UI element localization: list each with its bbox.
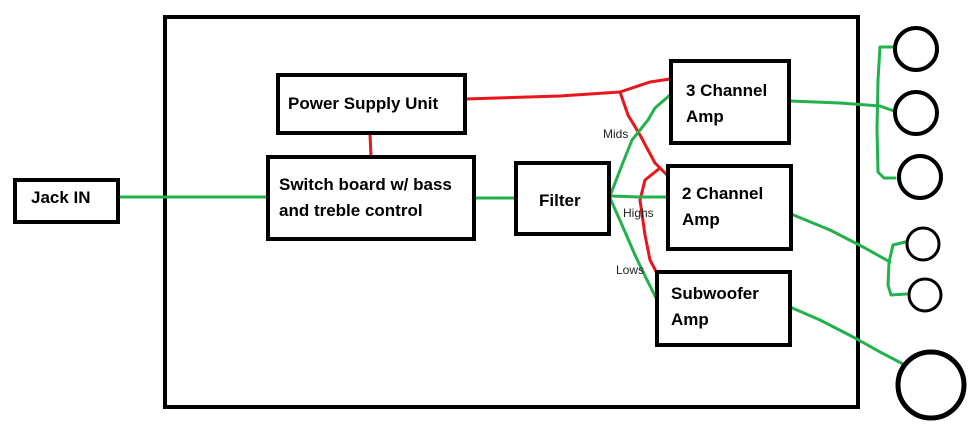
speaker-icon	[897, 154, 943, 200]
signal-wire-3ch-bus	[875, 45, 897, 180]
signal-wire-2ch-out	[789, 212, 892, 264]
two-channel-speakers	[905, 226, 943, 313]
two-channel-amp-label-line1: 2 Channel	[682, 184, 763, 203]
signal-wire-lows	[608, 196, 658, 300]
jack-in-block: Jack IN	[13, 178, 120, 224]
three-channel-amp-label-line2: Amp	[686, 107, 724, 126]
signal-wire-highs	[608, 194, 670, 199]
filter-block: Filter	[514, 161, 611, 236]
power-wire-branch-to-sub	[638, 166, 662, 277]
power-wire-branch-to-2ch	[618, 90, 670, 178]
signal-wire-sub-out	[788, 305, 905, 366]
three-channel-amp-block: 3 Channel Amp	[669, 59, 791, 145]
subwoofer-speaker	[895, 349, 967, 421]
power-wire-psu-to-switch	[368, 132, 373, 159]
jack-in-label: Jack IN	[31, 188, 91, 207]
band-label-highs: Highs	[623, 206, 654, 220]
three-channel-speakers	[893, 26, 943, 200]
switch-board-label-line1: Switch board w/ bass	[279, 175, 452, 194]
power-wires	[368, 77, 672, 277]
signal-wire-3ch-out	[788, 99, 896, 113]
switch-board-block: Switch board w/ bass and treble control	[266, 155, 476, 241]
filter-label: Filter	[539, 191, 581, 210]
signal-wire-mids	[608, 93, 672, 198]
power-supply-label: Power Supply Unit	[288, 94, 439, 113]
two-channel-amp-block: 2 Channel Amp	[666, 164, 793, 251]
enclosure-box	[163, 15, 860, 409]
band-label-mids: Mids	[603, 127, 628, 141]
subwoofer-amp-label-line2: Amp	[671, 310, 709, 329]
two-channel-amp-label-line2: Amp	[682, 210, 720, 229]
speaker-icon	[905, 226, 941, 262]
power-supply-block: Power Supply Unit	[276, 73, 467, 135]
band-label-lows: Lows	[616, 263, 644, 277]
three-channel-amp-label-line1: 3 Channel	[686, 81, 767, 100]
subwoofer-amp-label-line1: Subwoofer	[671, 284, 759, 303]
subwoofer-icon	[895, 349, 967, 421]
power-wire-psu-to-3ch	[463, 77, 672, 101]
signal-wire-2ch-bus	[886, 240, 908, 297]
switch-board-label-line2: and treble control	[279, 201, 423, 220]
subwoofer-amp-block: Subwoofer Amp	[655, 270, 792, 347]
signal-wires	[117, 45, 908, 366]
speaker-icon	[893, 90, 939, 136]
speaker-icon	[893, 26, 939, 72]
speaker-icon	[907, 277, 943, 313]
